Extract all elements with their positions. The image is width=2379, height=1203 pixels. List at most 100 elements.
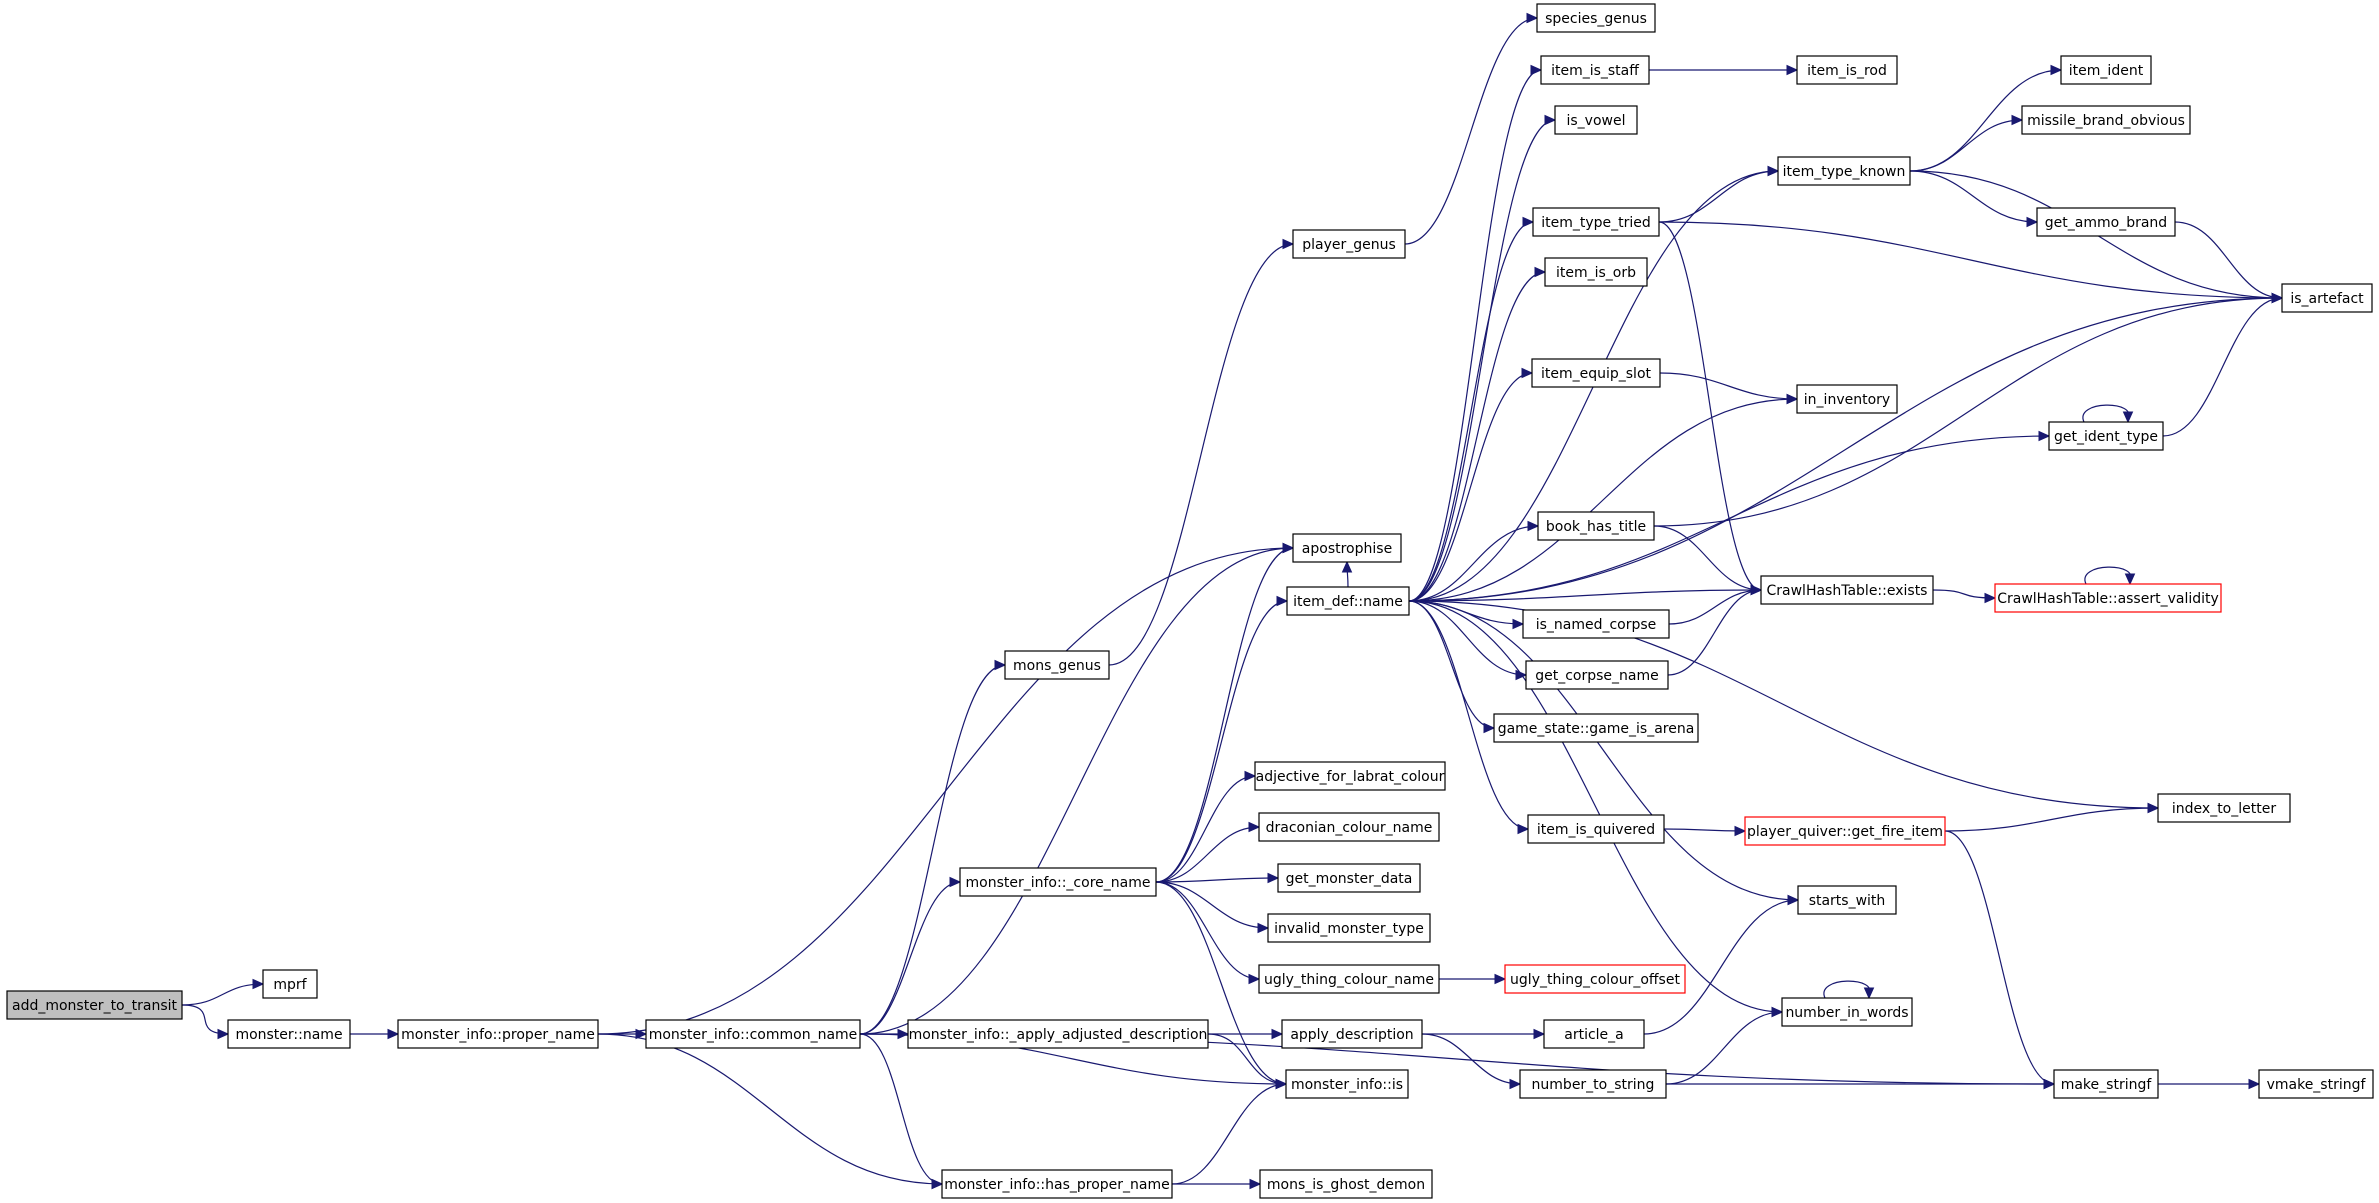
node-apostrophise[interactable]: apostrophise (1292, 533, 1402, 563)
edge-line (859, 664, 1006, 1035)
edge-line (1207, 1033, 1287, 1085)
node-monster-name[interactable]: monster::name (227, 1019, 351, 1049)
node-label: get_corpse_name (1535, 668, 1659, 684)
node-add-monster-to-transit[interactable]: add_monster_to_transit (6, 990, 183, 1020)
node-mi-has-proper-name[interactable]: monster_info::has_proper_name (941, 1169, 1173, 1199)
node-item-type-known[interactable]: item_type_known (1777, 156, 1911, 186)
node-item-ident[interactable]: item_ident (2060, 55, 2152, 85)
node-box (1292, 533, 1402, 563)
node-make-stringf[interactable]: make_stringf (2053, 1069, 2159, 1099)
node-mons-genus[interactable]: mons_genus (1004, 650, 1110, 680)
edge-line (1408, 221, 1534, 602)
node-get-corpse-name[interactable]: get_corpse_name (1525, 660, 1669, 690)
node-box (1493, 713, 1699, 743)
node-mprf[interactable]: mprf (262, 969, 318, 999)
node-label: item_equip_slot (1541, 366, 1652, 382)
arrowhead (217, 1028, 230, 1040)
node-item-is-quivered[interactable]: item_is_quivered (1527, 814, 1665, 844)
edge-line (1155, 881, 1269, 929)
node-game-is-arena[interactable]: game_state::game_is_arena (1493, 713, 1699, 743)
node-chash-assert-validity[interactable]: CrawlHashTable::assert_validity (1994, 583, 2222, 613)
arrowhead (1248, 821, 1261, 833)
node-item-def-name[interactable]: item_def::name (1286, 586, 1410, 616)
node-box (2258, 1069, 2374, 1099)
node-item-equip-slot[interactable]: item_equip_slot (1531, 358, 1661, 388)
node-species-genus[interactable]: species_genus (1536, 3, 1656, 33)
node-label: item_is_orb (1556, 265, 1636, 281)
edge-item_type_tried-to-is_artefact (1658, 221, 2284, 304)
node-player-genus[interactable]: player_genus (1292, 229, 1406, 259)
node-in-inventory[interactable]: in_inventory (1796, 384, 1898, 414)
node-mi-apply-adjusted-description[interactable]: monster_info::_apply_adjusted_descriptio… (907, 1019, 1209, 1049)
node-label: monster_info::is (1291, 1077, 1403, 1093)
node-label: monster_info::proper_name (401, 1027, 595, 1043)
node-starts-with[interactable]: starts_with (1797, 885, 1897, 915)
node-ugly-thing-colour-offset[interactable]: ugly_thing_colour_offset (1504, 964, 1686, 994)
edge-line (1408, 372, 1533, 602)
node-box (227, 1019, 351, 1049)
node-get-ammo-brand[interactable]: get_ammo_brand (2036, 207, 2176, 237)
node-box (1536, 3, 1656, 33)
node-adjective-for-labrat-colour[interactable]: adjective_for_labrat_colour (1254, 761, 1446, 791)
node-box (1540, 55, 1650, 85)
node-article-a[interactable]: article_a (1543, 1019, 1645, 1049)
edge-item_equip_slot-to-in_inventory (1659, 372, 1799, 405)
node-number-in-words[interactable]: number_in_words (1781, 997, 1913, 1027)
edge-add_monster_to_transit-to-mprf (181, 978, 265, 1006)
edge-get_corpse_name-to-chash_exists (1667, 584, 1763, 676)
edge-line (1408, 600, 1529, 830)
edge-item_def_name-to-apostrophise (1341, 560, 1353, 588)
node-ugly-thing-colour-name[interactable]: ugly_thing_colour_name (1258, 964, 1440, 994)
arrowhead (1509, 1078, 1522, 1090)
arrowhead (1517, 823, 1530, 835)
node-label: CrawlHashTable::assert_validity (1997, 591, 2219, 607)
node-mi-core-name[interactable]: monster_info::_core_name (959, 867, 1157, 897)
node-mi-common-name[interactable]: monster_info::common_name (645, 1019, 861, 1049)
node-label: get_monster_data (1286, 871, 1413, 887)
node-is-vowel[interactable]: is_vowel (1554, 105, 1638, 135)
node-label: mons_genus (1013, 658, 1101, 674)
node-mi-proper-name[interactable]: monster_info::proper_name (397, 1019, 599, 1049)
node-number-to-string[interactable]: number_to_string (1519, 1069, 1667, 1099)
arrowhead (1341, 560, 1353, 573)
node-box (1254, 761, 1446, 791)
node-book-has-title[interactable]: book_has_title (1537, 511, 1655, 541)
edge-mi_core_name-to-get_monster_data (1155, 872, 1280, 884)
node-invalid-monster-type[interactable]: invalid_monster_type (1267, 913, 1431, 943)
edge-line (859, 1033, 943, 1185)
arrowhead (1512, 618, 1525, 630)
node-apply-description[interactable]: apply_description (1281, 1019, 1423, 1049)
edge-line (1155, 881, 1260, 980)
node-item-is-rod[interactable]: item_is_rod (1796, 55, 1898, 85)
edge-line (1653, 525, 1762, 591)
arrowhead (387, 1028, 400, 1040)
node-box (2048, 421, 2164, 451)
node-get-ident-type[interactable]: get_ident_type (2048, 421, 2164, 451)
edge-get_ident_type-to-is_artefact (2162, 292, 2284, 437)
node-item-type-tried[interactable]: item_type_tried (1532, 207, 1660, 237)
node-is-named-corpse[interactable]: is_named_corpse (1522, 609, 1670, 639)
node-mi-is[interactable]: monster_info::is (1285, 1069, 1409, 1099)
node-box (1994, 583, 2222, 613)
node-mons-is-ghost-demon[interactable]: mons_is_ghost_demon (1259, 1169, 1433, 1199)
node-box (1760, 575, 1934, 605)
arrowhead (2038, 430, 2051, 442)
node-item-is-orb[interactable]: item_is_orb (1544, 257, 1648, 287)
node-box (2036, 207, 2176, 237)
arrowhead (1984, 592, 1997, 604)
node-is-artefact[interactable]: is_artefact (2281, 283, 2373, 313)
arrowhead (2147, 802, 2160, 814)
node-draconian-colour-name[interactable]: draconian_colour_name (1258, 812, 1440, 842)
edge-item_def_name-to-starts_with (1408, 600, 1800, 906)
node-chash-exists[interactable]: CrawlHashTable::exists (1760, 575, 1934, 605)
node-box (959, 867, 1157, 897)
edge-item_def_name-to-item_is_staff (1408, 64, 1543, 602)
node-item-is-staff[interactable]: item_is_staff (1540, 55, 1650, 85)
node-missile-brand-obvious[interactable]: missile_brand_obvious (2021, 105, 2191, 135)
node-get-monster-data[interactable]: get_monster_data (1277, 863, 1421, 893)
node-get-fire-item[interactable]: player_quiver::get_fire_item (1744, 816, 1946, 846)
edge-get_ident_type-to-get_ident_type (2082, 404, 2134, 424)
node-index-to-letter[interactable]: index_to_letter (2157, 793, 2291, 823)
edge-get_ammo_brand-to-is_artefact (2174, 221, 2284, 304)
node-vmake-stringf[interactable]: vmake_stringf (2258, 1069, 2374, 1099)
